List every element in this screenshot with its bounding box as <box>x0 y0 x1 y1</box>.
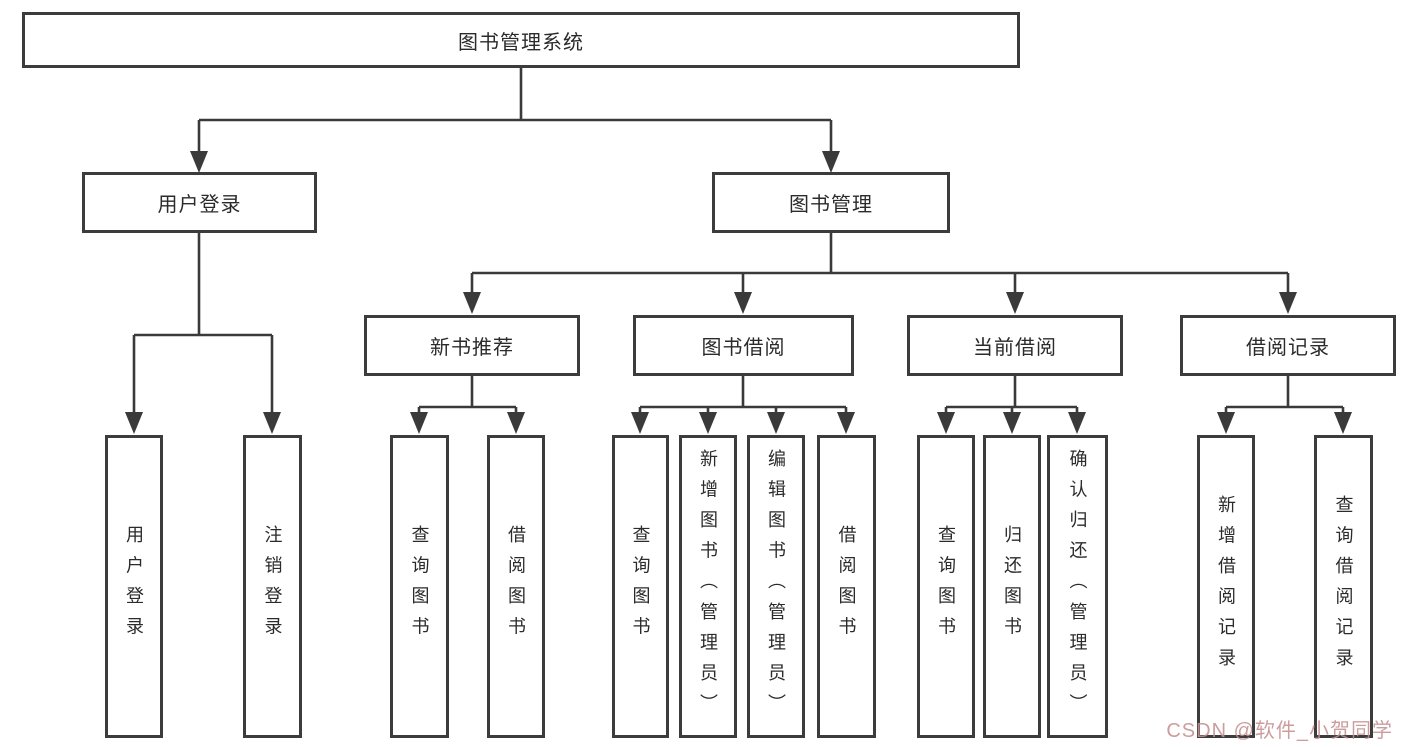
node-leaf-return-book-label: 归还图书 <box>1002 525 1022 648</box>
node-borrow-record-label: 借阅记录 <box>1246 337 1330 359</box>
node-leaf-query-book-3-label: 查询图书 <box>936 525 956 648</box>
node-leaf-query-borrow-record: 查询借阅记录 <box>1314 435 1373 738</box>
node-leaf-borrow-book-1-label: 借阅图书 <box>506 525 526 648</box>
arrow-icon <box>699 412 717 434</box>
node-leaf-confirm-return: 确认归还（管理员） <box>1047 435 1108 738</box>
node-leaf-query-book-3: 查询图书 <box>917 435 975 738</box>
node-leaf-confirm-return-label: 确认归还（管理员） <box>1067 448 1088 725</box>
arrow-icon <box>767 412 785 434</box>
arrow-icon <box>734 292 752 314</box>
node-leaf-add-borrow-record-label: 新增借阅记录 <box>1216 494 1236 679</box>
node-leaf-add-book-label: 新增图书（管理员） <box>698 448 718 725</box>
node-user-login: 用户登录 <box>82 172 317 233</box>
arrow-icon <box>125 412 143 434</box>
node-leaf-edit-book: 编辑图书（管理员） <box>747 435 805 738</box>
connector-root <box>197 68 833 154</box>
arrow-icon <box>1068 412 1086 434</box>
node-leaf-borrow-book-1: 借阅图书 <box>487 435 545 738</box>
arrow-icon <box>1006 292 1024 314</box>
node-current-borrow-label: 当前借阅 <box>973 337 1057 359</box>
arrow-icon <box>631 412 649 434</box>
arrow-icon <box>1003 412 1021 434</box>
arrow-icon <box>822 151 840 173</box>
node-leaf-borrow-book-2: 借阅图书 <box>817 435 876 738</box>
node-leaf-add-borrow-record: 新增借阅记录 <box>1197 435 1255 738</box>
node-leaf-query-book-1-label: 查询图书 <box>409 525 430 648</box>
arrow-icon <box>1217 412 1235 434</box>
node-leaf-user-login-label: 用户登录 <box>124 525 144 648</box>
arrow-icon <box>507 412 525 434</box>
node-user-login-label: 用户登录 <box>157 194 242 216</box>
connector-new-book-rec <box>417 376 518 417</box>
node-root-label: 图书管理系统 <box>458 31 584 54</box>
arrow-icon <box>463 292 481 314</box>
node-leaf-logout: 注销登录 <box>243 435 302 738</box>
node-leaf-query-book-1: 查询图书 <box>390 435 449 738</box>
connector-book-borrow <box>638 376 848 417</box>
node-leaf-query-book-2: 查询图书 <box>612 435 669 738</box>
node-borrow-record: 借阅记录 <box>1180 315 1396 376</box>
node-leaf-query-borrow-record-label: 查询借阅记录 <box>1333 494 1354 679</box>
arrow-icon <box>837 412 855 434</box>
node-book-borrow: 图书借阅 <box>633 315 854 376</box>
node-leaf-return-book: 归还图书 <box>983 435 1041 738</box>
arrow-icon <box>410 412 428 434</box>
connector-book-mgmt <box>470 233 1290 297</box>
node-root: 图书管理系统 <box>22 12 1020 68</box>
arrow-icon <box>263 412 281 434</box>
node-leaf-logout-label: 注销登录 <box>262 525 283 648</box>
arrowheads <box>125 151 1352 434</box>
connector-borrow-record <box>1224 376 1345 417</box>
node-leaf-user-login: 用户登录 <box>105 435 163 738</box>
arrow-icon <box>1334 412 1352 434</box>
node-leaf-add-book: 新增图书（管理员） <box>679 435 737 738</box>
node-leaf-edit-book-label: 编辑图书（管理员） <box>766 448 786 725</box>
node-new-book-rec: 新书推荐 <box>364 315 580 376</box>
connector-current-borrow <box>944 376 1079 417</box>
node-current-borrow: 当前借阅 <box>907 315 1123 376</box>
node-leaf-borrow-book-2-label: 借阅图书 <box>836 525 857 648</box>
arrow-icon <box>937 412 955 434</box>
arrow-icon <box>1279 292 1297 314</box>
connector-user-login <box>132 233 274 416</box>
node-book-mgmt: 图书管理 <box>712 172 950 233</box>
node-book-borrow-label: 图书借阅 <box>701 337 786 359</box>
node-book-mgmt-label: 图书管理 <box>789 194 873 216</box>
node-leaf-query-book-2-label: 查询图书 <box>630 525 651 648</box>
node-new-book-rec-label: 新书推荐 <box>430 337 514 359</box>
arrow-icon <box>190 151 208 173</box>
